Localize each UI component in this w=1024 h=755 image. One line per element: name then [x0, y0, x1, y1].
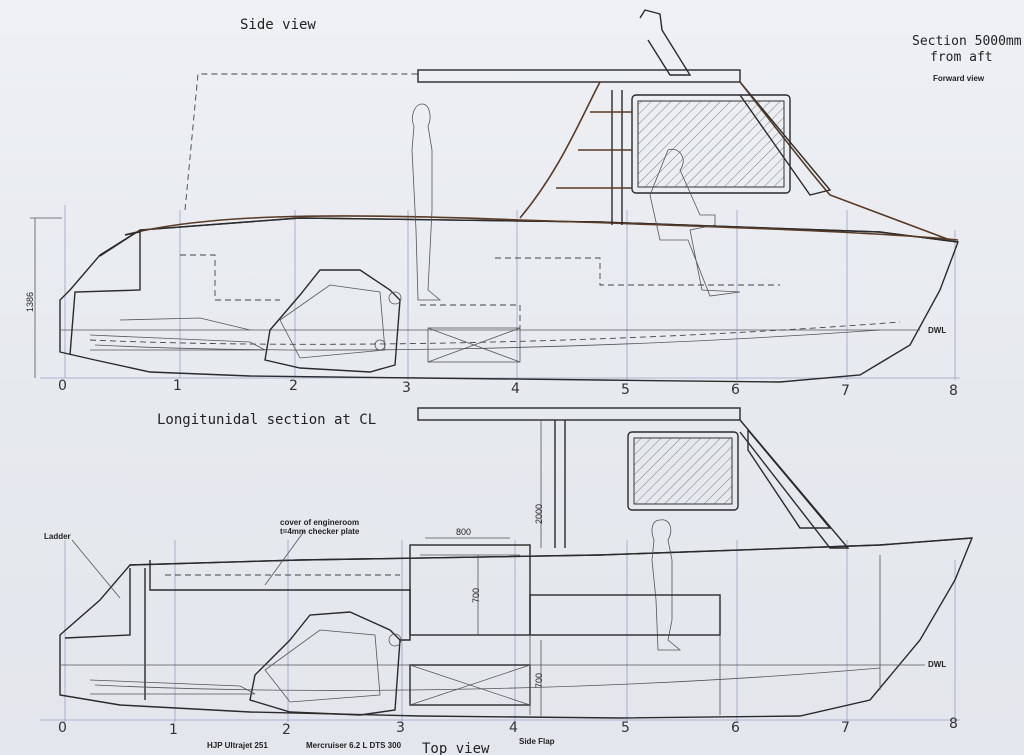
station-top-5: 5	[621, 382, 630, 398]
station-bottom-1: 1	[169, 722, 178, 738]
station-bottom-2: 2	[282, 722, 291, 738]
station-bottom-7: 7	[841, 720, 850, 736]
station-bottom-4: 4	[509, 720, 518, 736]
dimension-700-lower: 700	[534, 672, 544, 688]
station-grid-top	[40, 205, 960, 380]
dimension-700-upper: 700	[471, 587, 481, 603]
engine-side	[89, 269, 402, 373]
section-title-line2: from aft	[930, 50, 993, 65]
top-view-title: Top view	[422, 741, 490, 755]
station-bottom-6: 6	[731, 720, 740, 736]
station-top-0: 0	[58, 378, 67, 394]
dimension-1386: 1386	[25, 291, 35, 312]
dimension-2000: 2000	[534, 503, 544, 524]
person-silhouette-top	[411, 103, 442, 301]
dwl-label-top: DWL	[928, 326, 947, 335]
station-bottom-3: 3	[396, 720, 405, 736]
station-top-2: 2	[289, 378, 298, 394]
dwl-label-bottom: DWL	[928, 660, 947, 669]
station-top-3: 3	[402, 380, 411, 396]
station-bottom-0: 0	[58, 720, 67, 736]
station-top-6: 6	[731, 382, 740, 398]
engine-section	[89, 611, 402, 716]
station-bottom-5: 5	[621, 720, 630, 736]
engine-label-mercruiser: Mercruiser 6.2 L DTS 300	[306, 741, 402, 750]
cover-label-line1: cover of engineroom	[280, 518, 360, 527]
station-top-1: 1	[173, 378, 182, 394]
station-bottom-8: 8	[949, 716, 958, 732]
station-top-8: 8	[949, 383, 958, 399]
dimension-800: 800	[456, 527, 472, 537]
engine-label-hjp: HJP Ultrajet 251	[207, 741, 268, 750]
hull-outline-section	[59, 537, 974, 719]
ladder-label: Ladder	[44, 532, 71, 541]
side-flap-label: Side Flap	[519, 737, 555, 746]
side-view	[40, 9, 960, 383]
station-grid-bottom	[40, 540, 960, 722]
hull-outline-side	[59, 217, 959, 383]
longitudinal-section-title: Longitunidal section at CL	[157, 412, 377, 428]
cover-label-line2: t=4mm checker plate	[280, 527, 360, 536]
forward-view-label: Forward view	[933, 74, 985, 83]
station-top-7: 7	[841, 383, 850, 399]
section-title-line1: Section 5000mm	[912, 34, 1022, 49]
longitudinal-section	[40, 407, 974, 722]
station-top-4: 4	[511, 381, 520, 397]
side-view-title: Side view	[240, 17, 316, 33]
